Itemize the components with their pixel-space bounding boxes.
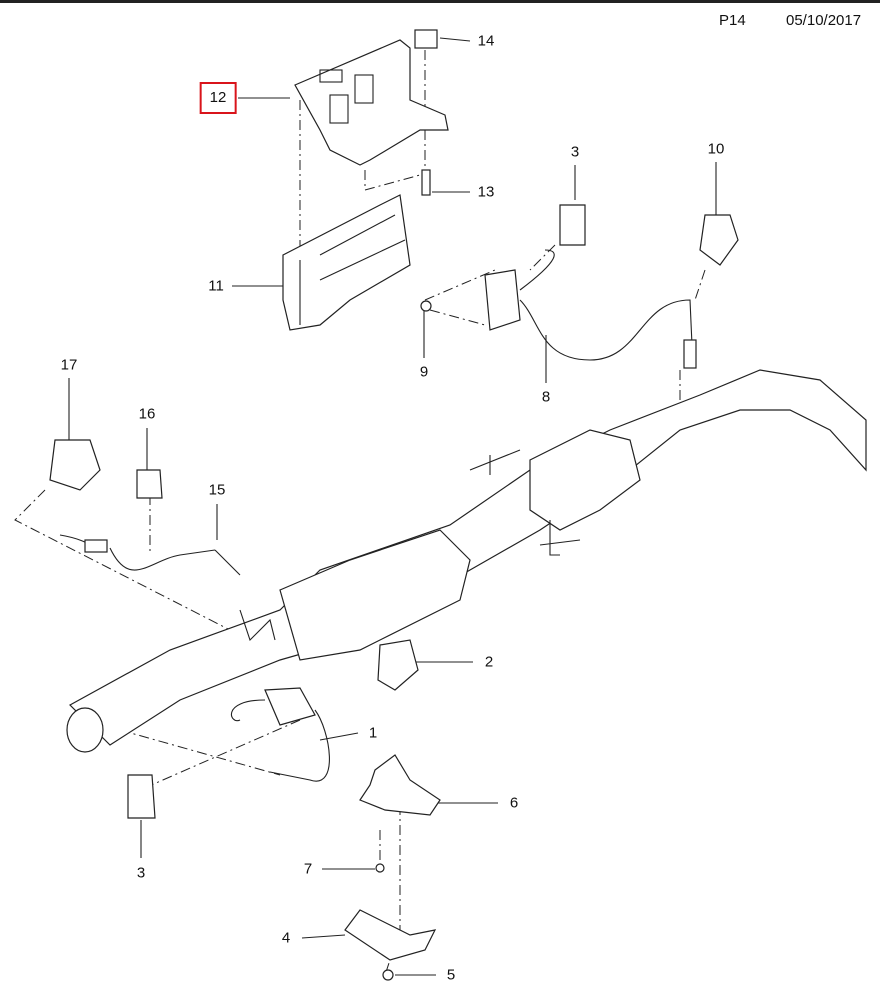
callout-10[interactable]: 10 (707, 140, 725, 158)
callout-13[interactable]: 13 (477, 183, 495, 201)
top-border (0, 0, 880, 3)
page-code: P14 (719, 12, 746, 29)
callout-17[interactable]: 17 (60, 356, 78, 374)
callout-14[interactable]: 14 (477, 32, 495, 50)
callout-3-lower[interactable]: 3 (136, 864, 146, 882)
bracket-6 (359, 754, 441, 816)
nut-14 (414, 29, 438, 49)
clip-10 (699, 214, 739, 266)
callout-16[interactable]: 16 (138, 405, 156, 423)
callout-15[interactable]: 15 (208, 481, 226, 499)
sensor-17 (49, 439, 101, 491)
sensor-module-1 (264, 687, 316, 726)
callout-9[interactable]: 9 (419, 363, 429, 381)
callout-7[interactable]: 7 (303, 860, 313, 878)
callout-2[interactable]: 2 (484, 653, 494, 671)
nut-9 (420, 300, 432, 312)
callout-5[interactable]: 5 (446, 966, 456, 984)
page-date: 05/10/2017 (786, 12, 862, 29)
clip-16 (136, 469, 163, 499)
bolt-7 (375, 863, 385, 873)
callout-12[interactable]: 12 (199, 82, 237, 114)
clip-3-bottom (127, 774, 156, 819)
callout-6[interactable]: 6 (509, 794, 519, 812)
callout-4[interactable]: 4 (281, 929, 291, 947)
exhaust-assembly (66, 369, 867, 753)
bolt-13 (421, 169, 431, 196)
bracket-11 (282, 194, 411, 331)
callout-1[interactable]: 1 (368, 724, 378, 742)
sensor-module-8 (484, 269, 521, 331)
nut-5 (382, 969, 394, 981)
shield-4 (344, 909, 437, 961)
callout-3[interactable]: 3 (570, 143, 580, 161)
callout-11[interactable]: 11 (208, 277, 224, 295)
leader-lines (68, 37, 717, 976)
clip-3-top (559, 204, 586, 246)
callout-8[interactable]: 8 (541, 388, 551, 406)
assembly-lines (14, 50, 706, 976)
clip-2 (377, 639, 419, 691)
